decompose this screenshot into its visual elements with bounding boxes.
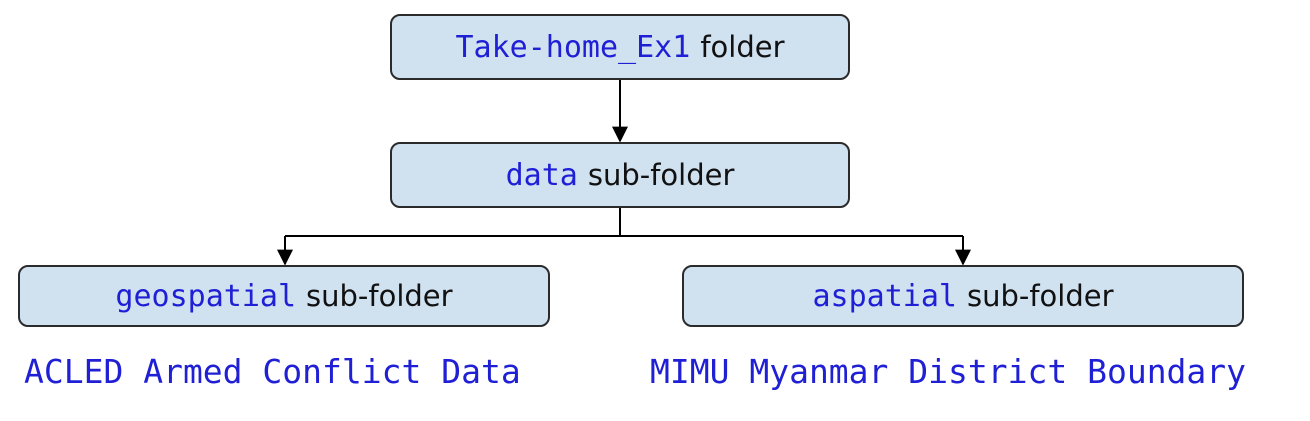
node-code-label: Take-home_Ex1 <box>455 29 691 65</box>
node-word-label: sub-folder <box>587 158 735 192</box>
node-take-home-folder: Take-home_Ex1 folder <box>390 14 850 80</box>
node-word-label: folder <box>700 30 785 64</box>
node-data-subfolder: data sub-folder <box>390 142 850 208</box>
caption-mimu-boundary: MIMU Myanmar District Boundary <box>650 352 1247 391</box>
node-code-label: aspatial <box>812 278 957 314</box>
node-aspatial-subfolder: aspatial sub-folder <box>682 265 1244 327</box>
node-geospatial-subfolder: geospatial sub-folder <box>18 265 550 327</box>
caption-acled-data: ACLED Armed Conflict Data <box>24 352 521 391</box>
node-code-label: data <box>505 157 578 193</box>
node-code-label: geospatial <box>115 278 297 314</box>
node-word-label: sub-folder <box>306 279 453 313</box>
node-word-label: sub-folder <box>966 279 1114 313</box>
